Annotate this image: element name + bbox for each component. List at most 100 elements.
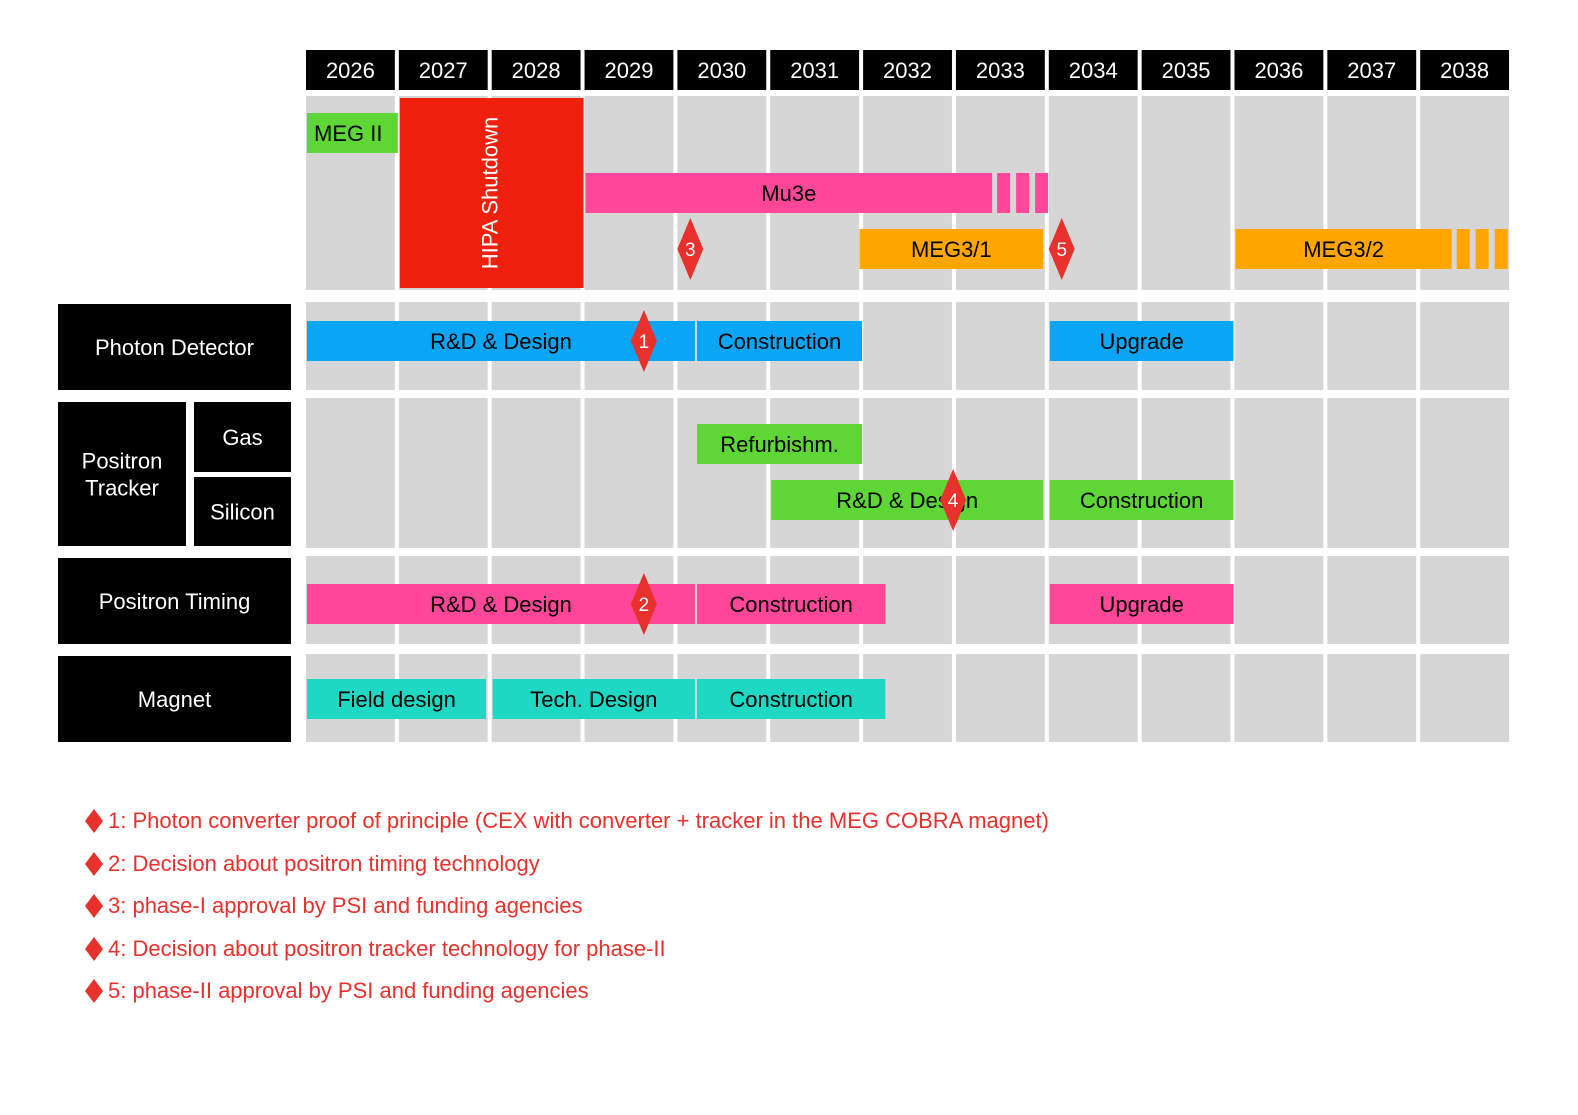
year-header-cell [770,50,860,90]
grid-cell [584,398,674,548]
grid-cell [1420,302,1510,390]
legend-text-5: 5: phase-II approval by PSI and funding … [108,978,589,1004]
bar-upgrade [1049,321,1234,361]
bar-continuation-mark [1456,229,1470,269]
bar-label: Tech. Design [530,687,657,712]
milestone-diamond [630,310,657,372]
bar-tech-design [492,679,695,719]
legend-text-3: 3: phase-I approval by PSI and funding a… [108,893,583,919]
row-label-positron-timing-box [58,558,291,644]
grid-cell [1234,302,1324,390]
bar-r-d-design [307,321,695,361]
year-label: 2033 [976,58,1025,83]
year-label: 2029 [604,58,653,83]
bar-upgrade [1049,584,1234,624]
bar-continuation-mark [1494,229,1508,269]
row-label-gas-box [194,402,291,472]
grid-cell [1234,556,1324,644]
year-label: 2028 [512,58,561,83]
diamond-icon [85,809,103,834]
year-header-cell [1141,50,1231,90]
year-header-cell [491,50,581,90]
row-label-magnet-box [58,656,291,742]
grid-cell [1327,654,1417,742]
grid-cell [306,398,395,548]
milestone-diamond [940,469,967,531]
legend-item-3: 3: phase-I approval by PSI and funding a… [84,885,1049,928]
legend-item-5: 5: phase-II approval by PSI and funding … [84,970,1049,1013]
bar-meg3-2 [1235,229,1452,269]
grid-cell [770,398,860,548]
bar-label: MEG II [314,121,382,146]
bar-label: Construction [729,592,853,617]
bar-label: Field design [337,687,456,712]
year-header-cell [955,50,1045,90]
diamond-icon [85,979,103,1004]
milestone-label: 3 [685,240,696,261]
year-label: 2031 [790,58,839,83]
year-header-cell [398,50,488,90]
year-header-cell [1048,50,1138,90]
row-label-silicon-box [194,477,291,546]
year-label: 2038 [1440,58,1489,83]
grid-cell [1420,556,1510,644]
year-header-cell [677,50,767,90]
grid-cell [1327,302,1417,390]
year-label: 2032 [883,58,932,83]
bar-continuation-mark [1035,173,1049,213]
bar-field-design [307,679,487,719]
grid-cell [677,398,767,548]
bar-continuation-mark [997,173,1011,213]
grid-cell [955,398,1045,548]
bar-construction [696,584,886,624]
milestone-diamond [630,573,657,635]
grid-cell [955,556,1045,644]
bar-label: Upgrade [1099,329,1183,354]
row-label-photon-detector-box [58,304,291,390]
year-header-cell [1327,50,1417,90]
grid-cell [1048,654,1138,742]
year-label: 2034 [1069,58,1118,83]
bar-label: HIPA Shutdown [478,117,503,269]
bar-label: Construction [1080,488,1204,513]
grid-cell [863,302,952,390]
bar-construction [696,321,863,361]
row-label-photon-detector: Photon Detector [95,335,254,360]
bar-meg3-1 [859,229,1044,269]
grid-cell [1141,398,1231,548]
diamond-icon [85,851,103,876]
grid-cell [1141,654,1231,742]
row-label-gas: Gas [222,425,262,450]
year-header-cell [306,50,395,90]
grid-cell [1420,654,1510,742]
grid-cell [1327,398,1417,548]
milestone-diamond [1048,218,1075,280]
grid-cell [1234,398,1324,548]
legend-text-4: 4: Decision about positron tracker techn… [108,935,666,961]
year-label: 2036 [1254,58,1303,83]
bar-label: R&D & Design [430,592,572,617]
bar-refurbishm [696,424,863,464]
bar-label: MEG3/1 [911,237,992,262]
grid-cell [955,302,1045,390]
milestone-legend: 1: Photon converter proof of principle (… [84,800,1049,1013]
grid-cell [491,398,581,548]
grid-cell [863,398,952,548]
grid-cell [1420,398,1510,548]
bar-construction [1049,480,1234,520]
bar-hipa-shutdown [399,98,584,288]
bar-continuation-mark [1475,229,1489,269]
year-header-cell [584,50,674,90]
bar-label: Refurbishm. [720,432,839,457]
year-label: 2035 [1162,58,1211,83]
milestone-diamond [677,218,704,280]
legend-item-1: 1: Photon converter proof of principle (… [84,800,1049,843]
grid-cell [1048,398,1138,548]
row-label-positron-tracker-box [58,402,186,546]
year-header-cell [863,50,952,90]
row-label-positron-tracker: Positron [82,449,163,474]
row-label-positron-timing: Positron Timing [99,589,251,614]
grid-cell [1234,654,1324,742]
legend-item-4: 4: Decision about positron tracker techn… [84,928,1049,971]
